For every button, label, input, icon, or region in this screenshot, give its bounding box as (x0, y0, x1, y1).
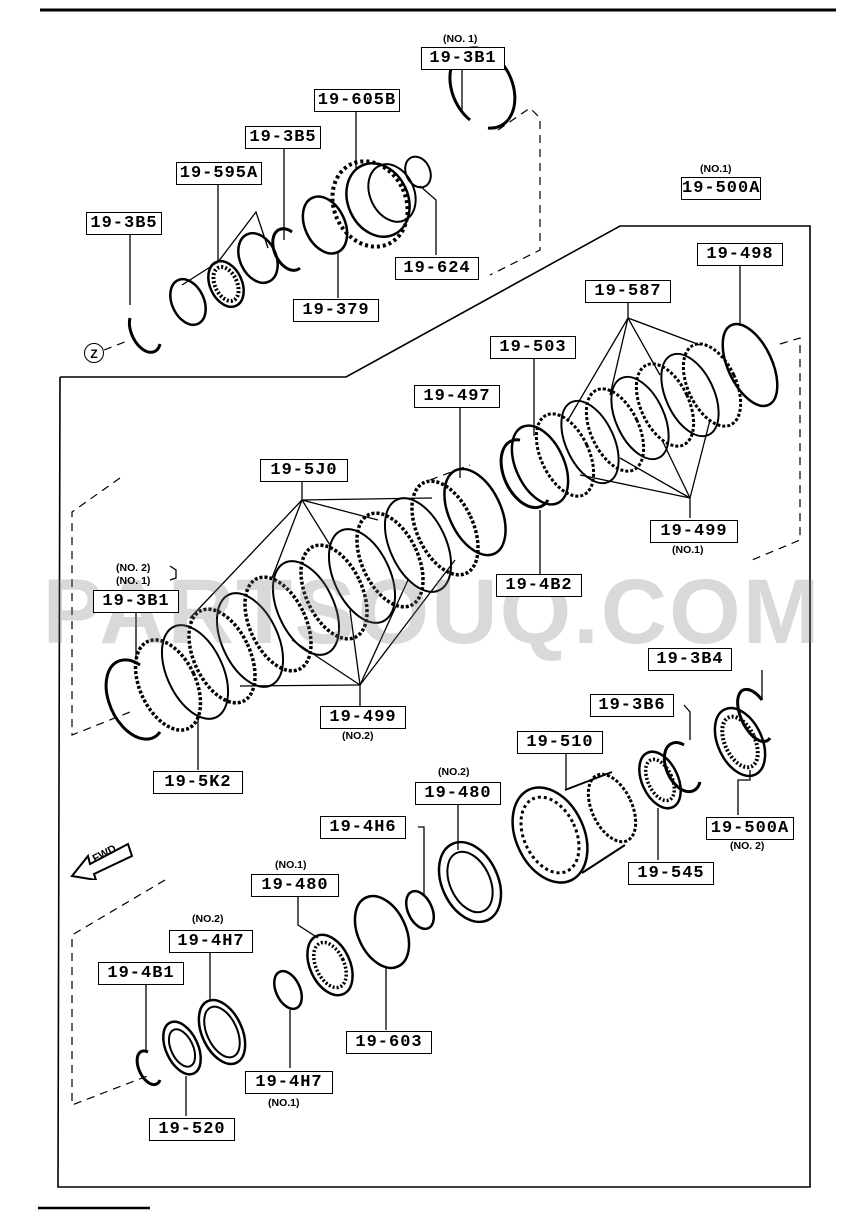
lower-parts (135, 687, 772, 1087)
note-no1-3b1: (NO. 1) (116, 575, 151, 587)
part-label-19-3B1-no1: 19-3B1 (421, 47, 505, 70)
part-label-19-503: 19-503 (490, 336, 576, 359)
part-label-19-624: 19-624 (395, 257, 479, 280)
note-no2-4h7: (NO.2) (192, 913, 224, 925)
part-label-19-5K2: 19-5K2 (153, 771, 243, 794)
note-no1-top: (NO. 1) (443, 33, 478, 45)
part-label-19-3B5-upper: 19-3B5 (245, 126, 321, 149)
part-label-19-595A: 19-595A (176, 162, 262, 185)
part-label-19-520: 19-520 (149, 1118, 235, 1141)
part-label-19-5J0: 19-5J0 (260, 459, 348, 482)
part-label-19-480-no2: 19-480 (415, 782, 501, 805)
note-no1-4h7: (NO.1) (268, 1097, 300, 1109)
part-label-19-4H7-no2: 19-4H7 (169, 930, 253, 953)
part-label-19-480-no1: 19-480 (251, 874, 339, 897)
part-label-19-4H6: 19-4H6 (320, 816, 406, 839)
note-no2-3b1: (NO. 2) (116, 562, 151, 574)
clutch-pack-no1 (499, 322, 779, 510)
note-no2-499: (NO.2) (342, 730, 374, 742)
note-no1-499: (NO.1) (672, 544, 704, 556)
part-label-19-500A-no1: 19-500A (681, 177, 761, 200)
part-label-19-587: 19-587 (585, 280, 671, 303)
part-label-19-3B4: 19-3B4 (648, 648, 732, 671)
part-label-19-3B6: 19-3B6 (590, 694, 674, 717)
clutch-pack-no2 (104, 467, 507, 741)
part-label-19-3B1-clutch: 19-3B1 (93, 590, 179, 613)
zone-marker-z: Z (84, 343, 104, 363)
part-label-19-379: 19-379 (293, 299, 379, 322)
note-no2-500a: (NO. 2) (730, 840, 765, 852)
part-label-19-499-no1: 19-499 (650, 520, 738, 543)
note-no2-480: (NO.2) (438, 766, 470, 778)
note-no1-500a: (NO.1) (700, 163, 732, 175)
part-label-19-510: 19-510 (517, 731, 603, 754)
assembly-outline (57, 225, 811, 1188)
part-label-19-4B2: 19-4B2 (496, 574, 582, 597)
part-label-19-497: 19-497 (414, 385, 500, 408)
forward-arrow-icon (70, 842, 134, 880)
part-label-19-605B: 19-605B (314, 89, 400, 112)
part-label-19-3B5-lower: 19-3B5 (86, 212, 162, 235)
part-label-19-603: 19-603 (346, 1031, 432, 1054)
part-label-19-499-no2: 19-499 (320, 706, 406, 729)
part-label-19-4B1: 19-4B1 (98, 962, 184, 985)
leader-lines (129, 70, 763, 1116)
part-label-19-498: 19-498 (697, 243, 783, 266)
part-label-19-4H7-no1: 19-4H7 (245, 1071, 333, 1094)
part-label-19-500A-no2: 19-500A (706, 817, 794, 840)
part-label-19-545: 19-545 (628, 862, 714, 885)
note-no1-480: (NO.1) (275, 859, 307, 871)
